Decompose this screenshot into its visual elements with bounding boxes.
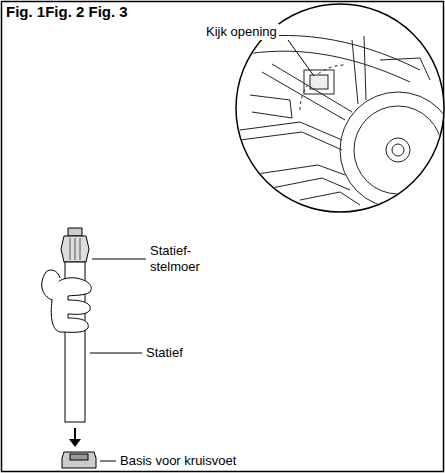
nut-knurl — [70, 238, 71, 260]
arrow-shaft — [74, 428, 76, 440]
part-label: Basis voor kruisvoet — [118, 453, 238, 469]
rib — [364, 36, 366, 100]
base-opening — [70, 454, 88, 460]
part-label: Statief — [144, 345, 185, 361]
arrow-head — [69, 439, 81, 447]
rib — [250, 165, 345, 175]
rib — [300, 192, 360, 205]
housing-edge — [236, 35, 420, 70]
leader-line — [92, 259, 146, 260]
viewing-window-inner — [310, 75, 328, 89]
figure-title: Fig. 1Fig. 2 Fig. 3 — [4, 3, 130, 21]
rib — [272, 64, 352, 112]
leader-line — [90, 353, 142, 354]
adjusting-nut — [61, 236, 89, 262]
rib — [262, 72, 345, 120]
screw — [406, 188, 414, 196]
nut-cap — [68, 228, 82, 236]
thumb — [42, 270, 60, 300]
rib — [352, 40, 358, 104]
housing-detail — [236, 35, 445, 208]
clip — [250, 95, 292, 118]
base-socket — [62, 452, 96, 468]
nut-knurl — [75, 238, 76, 260]
nut-knurl — [80, 238, 81, 260]
bowl-hub — [386, 138, 410, 162]
part-label: Statief- stelmoer — [148, 243, 218, 275]
clip — [380, 58, 430, 80]
leader-line — [288, 40, 314, 76]
rib — [240, 122, 342, 140]
bowl-outer — [340, 92, 445, 208]
hand — [51, 278, 91, 333]
part-label: Kijk opening — [204, 24, 279, 40]
bowl-inner — [354, 106, 442, 194]
bowl-hole — [392, 144, 404, 156]
rib — [262, 178, 350, 190]
leader-line — [100, 461, 116, 462]
rib — [240, 132, 342, 150]
viewing-window — [304, 70, 334, 94]
